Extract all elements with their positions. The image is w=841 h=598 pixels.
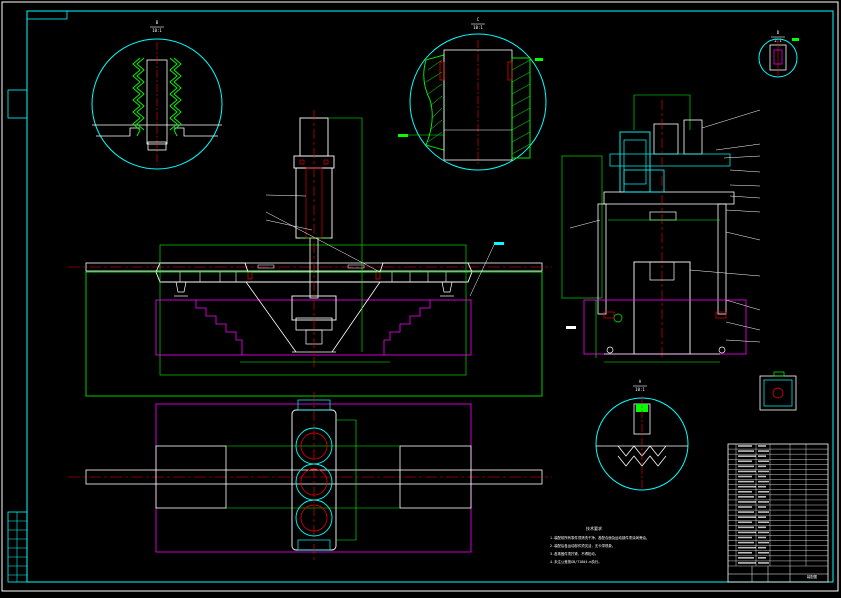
- parts-list-text-mark: [738, 485, 756, 488]
- parts-list-text-mark: [738, 557, 754, 559]
- detail-c-scale: 10:1: [473, 25, 483, 30]
- detail-view-a: A 10:1: [595, 379, 689, 491]
- parts-list-text-mark: [758, 470, 769, 473]
- parts-list-text-mark: [738, 475, 752, 478]
- parts-list-text-mark: [738, 562, 756, 564]
- parts-list-text-mark: [738, 531, 756, 534]
- parts-list-text-mark: [738, 516, 756, 518]
- parts-list-text-mark: [758, 516, 766, 518]
- parts-list-text-mark: [738, 480, 754, 483]
- parts-list-text-mark: [758, 480, 769, 483]
- thread-right: [169, 57, 182, 137]
- parts-list-text-mark: [758, 511, 769, 513]
- tech-note-4: 4.未注公差按GB/T1804-m执行。: [550, 559, 602, 564]
- tech-notes-title: 技术要求: [586, 525, 602, 531]
- title-block-title: 装配图: [807, 574, 818, 579]
- parts-list-text-mark: [758, 490, 769, 493]
- detail-view-b: B 10:1: [91, 20, 223, 170]
- parts-list-text-mark: [758, 551, 769, 554]
- parts-list-text-mark: [738, 445, 752, 447]
- parts-list-text-mark: [758, 496, 766, 498]
- parts-list-text-mark: [738, 470, 756, 473]
- detail-view-c: C 10:1: [398, 17, 547, 171]
- tech-note-3: 3.各紧固件须拧紧，不得松动。: [550, 551, 598, 556]
- parts-list-text-mark: [758, 455, 766, 457]
- tech-note-1: 1.装配前所有零件须清洗干净，各配合面及运动部件须涂润滑油。: [550, 535, 649, 540]
- parts-list-text-mark: [738, 501, 756, 503]
- detail-b-id: B: [156, 20, 159, 25]
- parts-list-text-mark: [758, 526, 766, 529]
- parts-list-text-mark: [738, 511, 754, 513]
- small-part-view: [759, 371, 797, 411]
- parts-list-text-mark: [738, 450, 754, 452]
- parts-list-text-mark: [758, 541, 769, 544]
- parts-list-text-mark: [758, 562, 769, 564]
- parts-list-text-mark: [738, 496, 754, 498]
- parts-list-text-mark: [758, 501, 769, 503]
- parts-list-text-mark: [738, 526, 754, 529]
- parts-list-text-mark: [758, 485, 766, 488]
- detail-view-d: D 2:1: [758, 30, 799, 78]
- parts-list-text-mark: [738, 465, 754, 468]
- detail-c-id: C: [477, 17, 480, 22]
- parts-list-text-mark: [738, 541, 754, 544]
- parts-list-text-mark: [758, 557, 766, 559]
- parts-list-text-mark: [738, 546, 756, 549]
- parts-list-text-mark: [758, 450, 769, 452]
- side-view: [561, 94, 761, 363]
- parts-list-text-mark: [738, 490, 752, 493]
- detail-a-scale: 10:1: [635, 387, 645, 392]
- parts-list-text-mark: [758, 460, 769, 463]
- title-block: 装配图: [727, 443, 829, 583]
- tech-note-2: 2.装配后各运动部件须灵活，无卡滞现象。: [550, 543, 615, 548]
- parts-list-text-mark: [738, 536, 752, 539]
- parts-list-text-mark: [758, 445, 766, 447]
- plan-view: [68, 392, 552, 560]
- parts-list-text-mark: [738, 460, 752, 463]
- parts-list-text-mark: [758, 465, 766, 468]
- parts-list-text-mark: [758, 506, 766, 508]
- parts-list-text-mark: [738, 506, 752, 508]
- parts-list-text-mark: [758, 531, 769, 534]
- parts-list-text-mark: [738, 551, 752, 554]
- parts-list-text-mark: [738, 455, 756, 457]
- parts-list-text-mark: [758, 546, 766, 549]
- detail-a-id: A: [639, 379, 642, 384]
- detail-b-scale: 10:1: [152, 28, 162, 33]
- detail-d-id: D: [777, 30, 780, 35]
- parts-list-text-mark: [738, 521, 752, 524]
- parts-list-text-mark: [758, 536, 766, 539]
- thread-left: [132, 57, 145, 137]
- main-front-view: [68, 110, 552, 397]
- technical-notes: 技术要求 1.装配前所有零件须清洗干净，各配合面及运动部件须涂润滑油。 2.装配…: [550, 525, 649, 564]
- parts-list-text-mark: [758, 475, 766, 478]
- parts-list-text-mark: [758, 521, 769, 524]
